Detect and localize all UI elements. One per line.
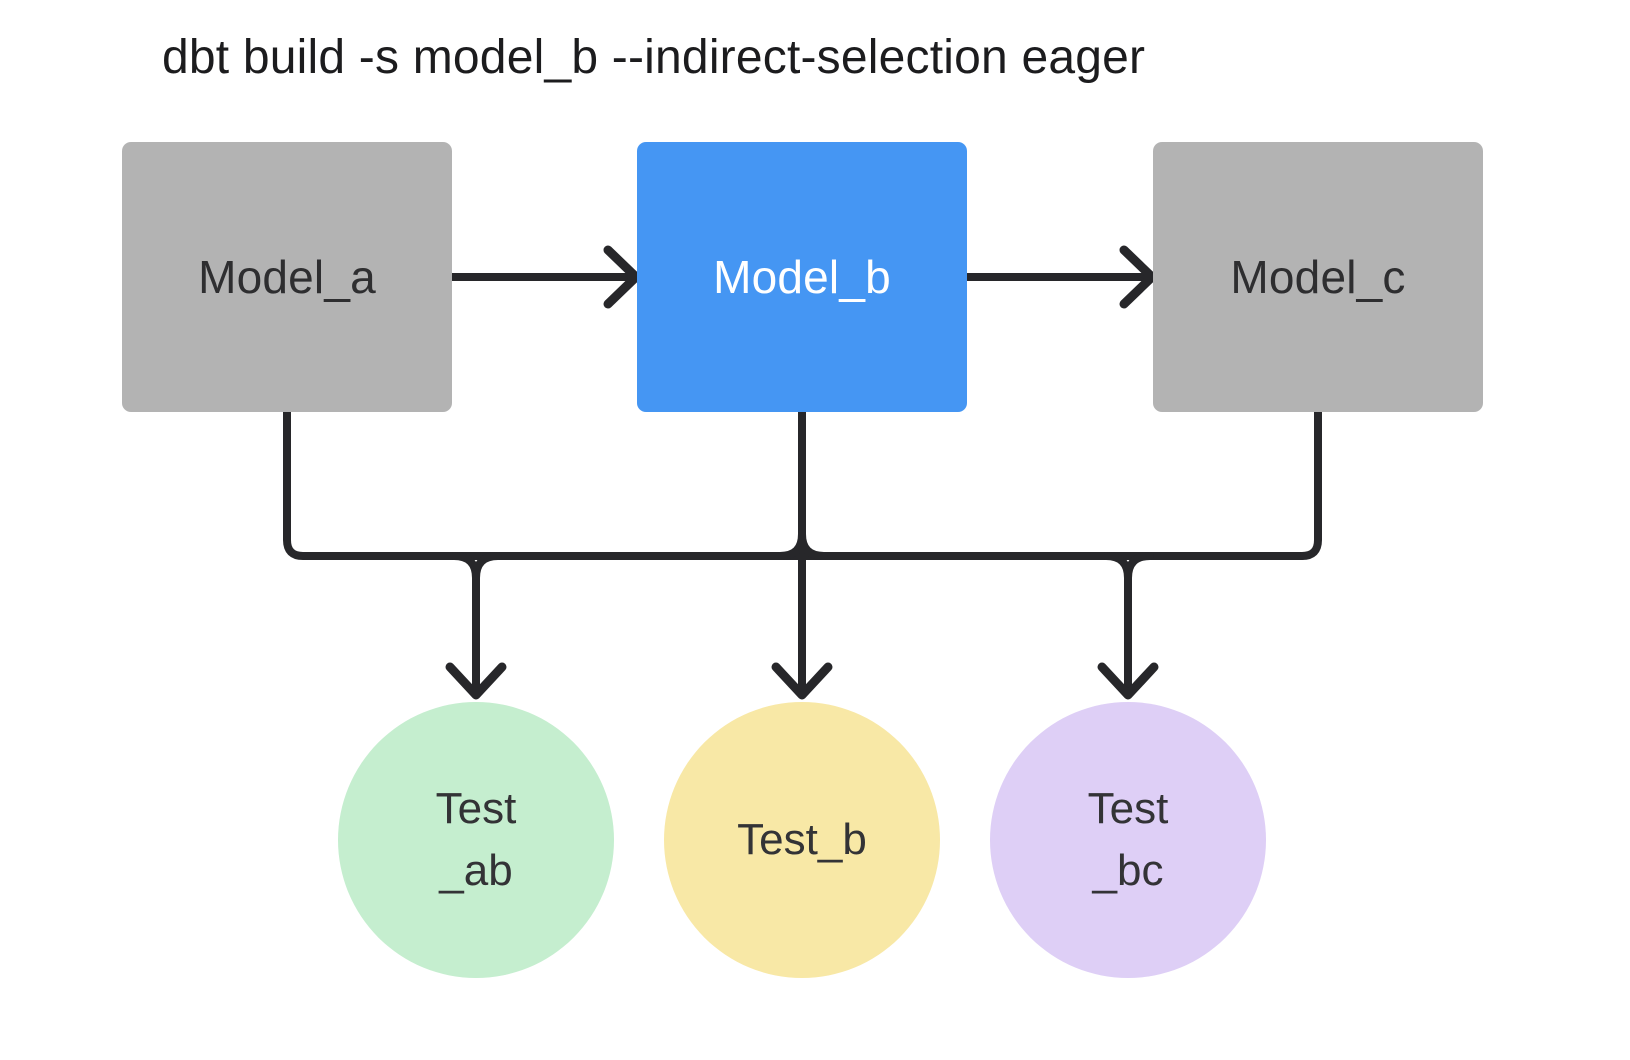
diagram-title: dbt build -s model_b --indirect-selectio… [162,31,1146,84]
node-model-c: Model_c [1153,142,1483,412]
node-model-a: Model_a [122,142,452,412]
node-model-c-label: Model_c [1230,251,1406,303]
node-test-ab-label-line1: Test [435,783,517,833]
node-test-bc-label-line2: _bc [1092,846,1164,895]
edge-to-test-bc-arrowhead-icon [1097,662,1159,700]
edge-model-a-drop-and-rail [283,408,1306,560]
node-test-b-label-line1: Test_b [737,814,867,864]
node-model-a-label: Model_a [198,251,376,303]
node-test-ab: Test _ab [338,702,614,978]
edge-model-a-to-model-b-arrowhead-icon [603,245,641,309]
node-test-b: Test_b [664,702,940,978]
node-test-ab-label-line2: _ab [439,846,513,895]
junction-model-b-east-fillet [798,530,828,560]
edge-to-test-ab-arrowhead-icon [445,662,507,700]
node-test-bc: Test _bc [990,702,1266,978]
node-test-bc-label-line1: Test [1087,783,1169,833]
node-model-b-label: Model_b [713,251,891,303]
node-model-b: Model_b [637,142,967,412]
edge-to-test-b-arrowhead-icon [771,662,833,700]
edge-model-c-drop [1298,408,1322,560]
edge-model-b-to-model-c-arrowhead-icon [1119,245,1157,309]
